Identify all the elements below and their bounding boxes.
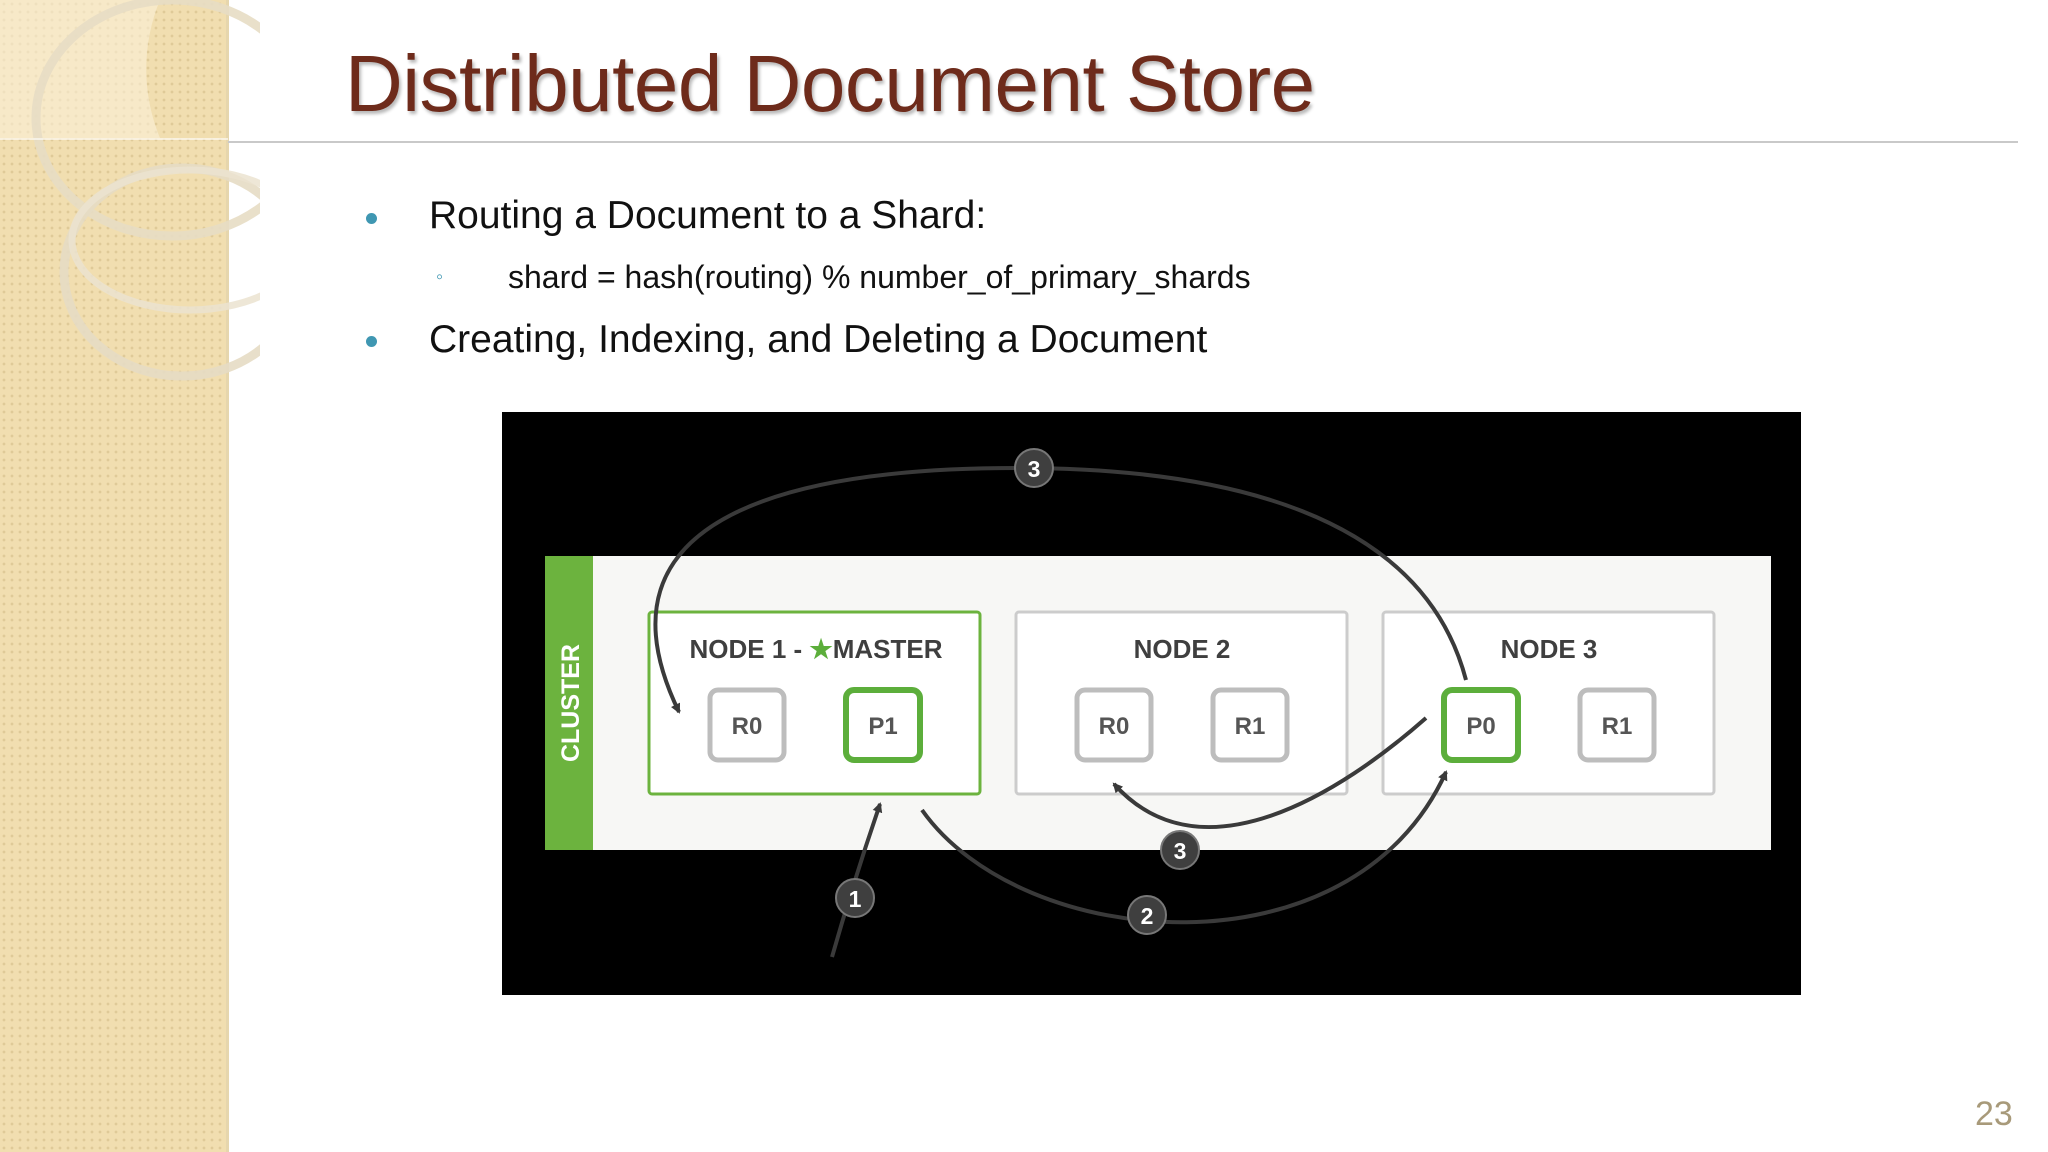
shard-label: P1 <box>868 713 897 740</box>
sub-bullet-marker: ◦ <box>436 266 444 288</box>
master-star-icon: ★ <box>809 634 833 664</box>
shard-p0-node-3: P0 <box>1441 687 1521 763</box>
sub-bullet-text: shard = hash(routing) % number_of_primar… <box>508 259 1251 295</box>
shard-label: R0 <box>1099 713 1130 740</box>
shard-r1-node-2: R1 <box>1210 687 1290 763</box>
shard-label: P0 <box>1466 713 1495 740</box>
bullet-dot <box>366 213 377 224</box>
step-1-badge: 1 <box>835 878 875 918</box>
cluster-label: CLUSTER <box>557 644 585 762</box>
node-1: NODE 1 - ★MASTER R0 P1 <box>647 610 982 796</box>
shard-r0-node-1: R0 <box>707 687 787 763</box>
step-2-label: 2 <box>1141 903 1154 929</box>
node-2: NODE 2 R0 R1 <box>1014 610 1349 796</box>
node-2-label: NODE 2 <box>1134 634 1231 664</box>
step-3-label: 3 <box>1028 456 1041 482</box>
arrow-step-3-replica-node-2 <box>1112 716 1428 829</box>
decorative-rings <box>0 0 260 381</box>
shard-r0-node-2: R0 <box>1074 687 1154 763</box>
shard-label: R1 <box>1235 713 1266 740</box>
step-3-label: 3 <box>1174 838 1187 864</box>
node-3-label: NODE 3 <box>1501 634 1598 664</box>
step-2-badge: 2 <box>1127 895 1167 935</box>
shard-label: R0 <box>732 713 763 740</box>
sidebar-edge <box>226 0 229 1152</box>
bullet-text: Routing a Document to a Shard: <box>429 194 987 237</box>
slide-title: Distributed Document Store <box>345 39 1315 128</box>
bullet-text: Creating, Indexing, and Deleting a Docum… <box>429 318 1208 361</box>
step-1-label: 1 <box>849 886 862 912</box>
step-3-badge-top: 3 <box>1014 448 1054 488</box>
cluster-diagram: CLUSTER NODE 1 - ★MASTER R0 P1 NODE 2 R0 <box>502 412 1801 995</box>
shard-p1-node-1: P1 <box>843 687 923 763</box>
cluster-label-bar <box>545 556 593 850</box>
page-number: 23 <box>1975 1095 2013 1133</box>
arrow-step-2 <box>920 770 1448 925</box>
shard-label: R1 <box>1602 713 1633 740</box>
title-divider <box>228 141 2018 143</box>
shard-r1-node-3: R1 <box>1577 687 1657 763</box>
node-1-label: NODE 1 - ★MASTER <box>689 634 942 664</box>
step-3-badge-bottom: 3 <box>1160 830 1200 870</box>
node-3: NODE 3 P0 R1 <box>1381 610 1716 796</box>
bullet-dot <box>366 336 377 347</box>
